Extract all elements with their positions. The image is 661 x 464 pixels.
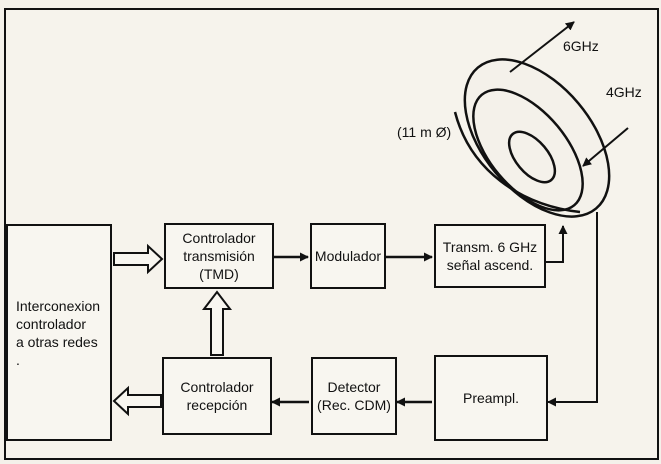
- uplink-arrow: [509, 21, 575, 73]
- transmission-controller-label: Controlador transmisión (TMD): [182, 230, 256, 282]
- interconnect-to-ctrl-tx-hollow-arrow: [113, 243, 164, 275]
- downlink-frequency-label: 4GHz: [606, 84, 642, 100]
- satellite-dish-icon: [453, 58, 611, 218]
- detector-block: Detector (Rec. CDM): [311, 357, 397, 435]
- transmitter-label: Transm. 6 GHz señal ascend.: [442, 239, 538, 273]
- preamplifier-label: Preampl.: [462, 390, 520, 406]
- reception-controller-block: Controlador recepción: [162, 357, 272, 435]
- ctrl-rx-to-ctrl-tx-hollow-arrow: [201, 290, 233, 356]
- reception-controller-label: Controlador recepción: [180, 379, 254, 413]
- detector-label: Detector (Rec. CDM): [317, 379, 391, 413]
- modulator-label: Modulador: [314, 248, 382, 264]
- dish-to-preamp-line: [547, 212, 598, 407]
- modulator-block: Modulador: [310, 223, 386, 289]
- transmitter-block: Transm. 6 GHz señal ascend.: [434, 224, 546, 288]
- transmission-controller-block: Controlador transmisión (TMD): [164, 223, 274, 289]
- transmitter-to-dish-line: [546, 225, 568, 263]
- ctrl-rx-to-interconnect-hollow-arrow: [112, 385, 162, 417]
- dish-size-label: (11 m Ø): [397, 124, 452, 140]
- preamplifier-block: Preampl.: [434, 355, 548, 441]
- downlink-arrow: [582, 127, 629, 167]
- interconnection-label: Interconexion controlador a otras redes …: [16, 297, 101, 368]
- uplink-frequency-label: 6GHz: [563, 38, 599, 54]
- interconnection-block: Interconexion controlador a otras redes …: [6, 224, 112, 441]
